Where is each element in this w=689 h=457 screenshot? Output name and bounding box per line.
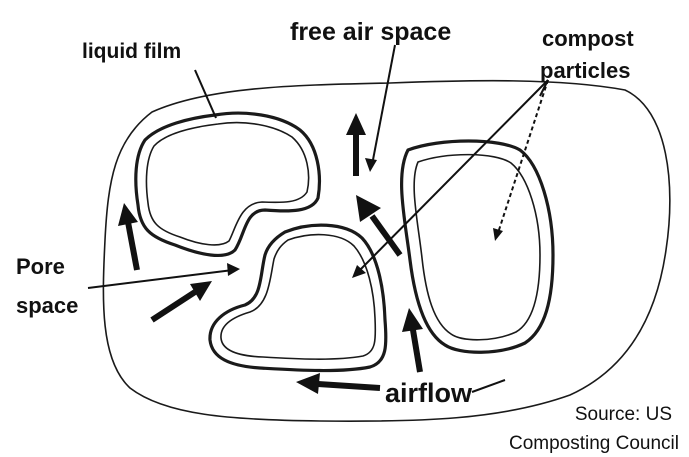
pointer-compost-right-head [493,228,503,241]
pointer-compost-right [497,80,548,236]
airflow-arrow-bottom-right-up [402,308,423,372]
pointer-compost-center [355,80,548,275]
airflow-arrow-middle-diagonal [356,195,400,255]
pointer-pore-space-head [227,263,240,276]
label-free-air-space: free air space [290,18,451,46]
pointer-free-air-head [365,158,377,172]
airflow-arrow-lower-left [152,281,212,320]
airflow-pointer-from-label [472,380,505,392]
label-liquid-film: liquid film [82,40,181,63]
label-space: space [16,293,78,318]
airflow-arrow-top-center [346,113,366,176]
label-particles: particles [540,58,631,83]
label-pore: Pore [16,254,65,279]
particle-upper-left [136,113,320,255]
label-compost: compost [542,26,634,51]
particle-right [402,141,553,352]
label-source-line1: Source: US [575,404,672,425]
pointer-pore-space [88,270,233,288]
airflow-arrow-left-up [118,203,138,270]
label-airflow: airflow [385,378,473,408]
pointer-free-air [372,45,395,165]
airflow-arrow-bottom-left [296,373,380,394]
label-source-line2: Composting Council [509,433,679,454]
